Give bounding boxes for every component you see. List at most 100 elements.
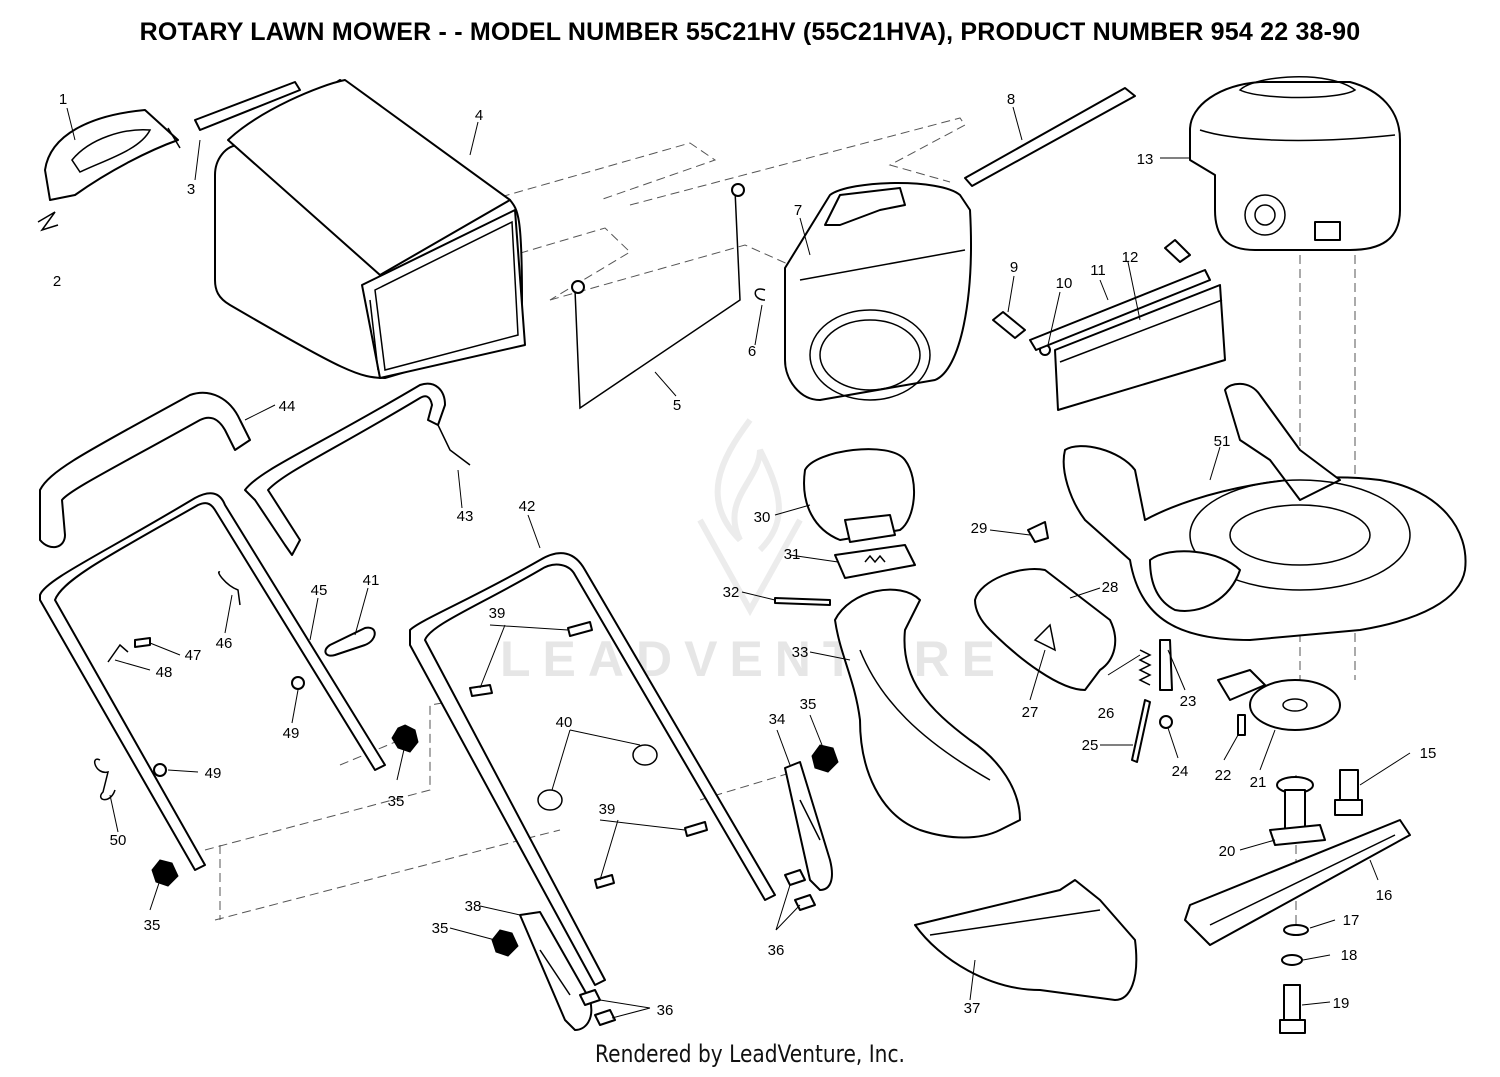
- part-13-engine: [1189, 76, 1401, 251]
- part-34-handle-bracket: [784, 761, 833, 891]
- label-23: 23: [1180, 693, 1197, 710]
- label-33: 33: [792, 644, 809, 661]
- part-36-bolts: [579, 869, 816, 1026]
- part-35-knob-c: [151, 859, 179, 887]
- label-40: 40: [556, 714, 573, 731]
- part-4-grass-bag: [214, 79, 526, 379]
- part-2-clip: [37, 211, 59, 232]
- label-34: 34: [769, 711, 786, 728]
- label-35-d: 35: [432, 920, 449, 937]
- label-1: 1: [59, 91, 67, 108]
- part-11-rod: [1029, 239, 1211, 351]
- part-26-spring: [1138, 649, 1152, 686]
- part-7-rear-flap: [784, 182, 972, 401]
- part-45-main-handle: [39, 492, 386, 871]
- part-22-screw: [1237, 714, 1246, 736]
- label-3: 3: [187, 181, 195, 198]
- label-42: 42: [519, 498, 536, 515]
- part-35-knob-a: [391, 724, 419, 753]
- part-50-cable-clip: [93, 758, 116, 801]
- callout-labels: 1 2 3 4 5 6 7 8 9 10 11 12 13 15 16 17 1…: [53, 91, 1437, 1019]
- part-40-cable-ties: [537, 744, 658, 811]
- label-21: 21: [1250, 774, 1267, 791]
- part-29-knob: [1027, 521, 1049, 543]
- leader-lines: [66, 106, 1411, 1019]
- part-19-blade-bolt: [1279, 984, 1306, 1034]
- label-8: 8: [1007, 91, 1015, 108]
- label-28: 28: [1102, 579, 1119, 596]
- label-6: 6: [748, 343, 756, 360]
- label-35-c: 35: [144, 917, 161, 934]
- part-47-screw: [134, 637, 151, 648]
- part-42-lower-handle: [409, 552, 776, 986]
- label-37: 37: [964, 1000, 981, 1017]
- label-49-b: 49: [205, 765, 222, 782]
- part-5-bag-frame: [571, 183, 745, 410]
- part-25-rod: [1131, 699, 1151, 763]
- label-2: 2: [53, 273, 61, 290]
- label-24: 24: [1172, 763, 1189, 780]
- part-38-handle-bracket: [519, 911, 593, 1031]
- part-18-washer: [1281, 954, 1303, 966]
- label-36-b: 36: [657, 1002, 674, 1019]
- label-15: 15: [1420, 745, 1437, 762]
- part-49-nuts: [153, 676, 305, 777]
- watermark-logo: [697, 418, 803, 617]
- label-39-a: 39: [489, 605, 506, 622]
- label-9: 9: [1010, 259, 1018, 276]
- part-51-mower-deck: [1062, 382, 1467, 641]
- part-35-knob-d: [491, 929, 519, 957]
- part-43-bail: [244, 382, 471, 556]
- part-23-spring-bracket: [1159, 639, 1173, 691]
- label-35-a: 35: [800, 696, 817, 713]
- diagram-title: ROTARY LAWN MOWER - - MODEL NUMBER 55C21…: [139, 18, 1361, 46]
- label-29: 29: [971, 520, 988, 537]
- part-31-spring-plate: [834, 544, 916, 579]
- part-46-clip: [218, 571, 241, 606]
- label-41: 41: [363, 572, 380, 589]
- label-43: 43: [457, 508, 474, 525]
- label-36-a: 36: [768, 942, 785, 959]
- label-19: 19: [1333, 995, 1350, 1012]
- part-28-mulch-plug: [974, 568, 1117, 691]
- label-38: 38: [465, 898, 482, 915]
- part-6-clip: [754, 288, 766, 301]
- label-27: 27: [1022, 704, 1039, 721]
- label-39-b: 39: [599, 801, 616, 818]
- label-22: 22: [1215, 767, 1232, 784]
- label-12: 12: [1122, 249, 1139, 266]
- label-18: 18: [1341, 947, 1358, 964]
- part-15-bolt: [1334, 769, 1363, 816]
- label-51: 51: [1214, 433, 1231, 450]
- label-47: 47: [185, 647, 202, 664]
- label-35-b: 35: [388, 793, 405, 810]
- label-26: 26: [1098, 705, 1115, 722]
- label-30: 30: [754, 509, 771, 526]
- part-37-deflector: [914, 879, 1138, 1001]
- part-35-knob-b: [811, 744, 839, 773]
- part-39-bolts: [469, 621, 708, 889]
- label-44: 44: [279, 398, 296, 415]
- label-11: 11: [1090, 262, 1106, 279]
- part-32-pin: [774, 597, 831, 606]
- part-17-washer: [1283, 924, 1309, 936]
- label-32: 32: [723, 584, 740, 601]
- label-25: 25: [1082, 737, 1099, 754]
- part-30-flap: [803, 448, 916, 543]
- footer-credit: Rendered by LeadVenture, Inc.: [595, 1040, 905, 1068]
- label-50: 50: [110, 832, 127, 849]
- part-21-baffle: [1217, 669, 1341, 731]
- part-12-hinge-plate: [1054, 284, 1226, 411]
- label-17: 17: [1343, 912, 1360, 929]
- label-45: 45: [311, 582, 328, 599]
- label-13: 13: [1137, 151, 1154, 168]
- part-20-blade-adapter: [1269, 776, 1326, 846]
- part-3-rod: [194, 81, 301, 131]
- label-4: 4: [475, 107, 483, 124]
- part-33-discharge-chute: [834, 588, 1021, 839]
- label-7: 7: [794, 202, 802, 219]
- part-16-blade: [1184, 819, 1411, 946]
- part-1-grip-cap: [44, 109, 181, 201]
- part-48-clip: [107, 643, 129, 663]
